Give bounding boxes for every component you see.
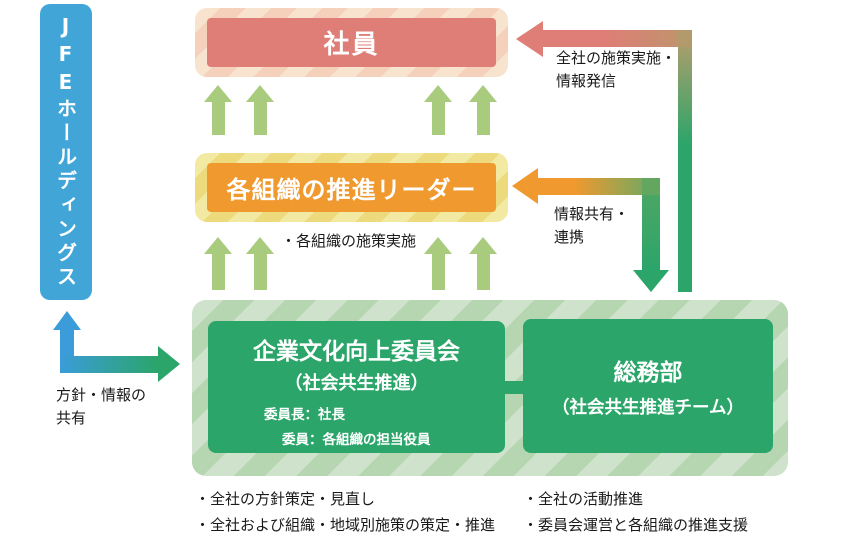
arrow-a-vertical-bar	[678, 47, 692, 292]
arrow-down-green-icon	[633, 270, 669, 292]
arrow-up-icon	[424, 85, 452, 135]
general-affairs-box: 総務部 （社会共生推進チーム）	[523, 319, 773, 453]
arrow-up-icon	[469, 237, 497, 290]
arrow-left-red-icon	[516, 21, 543, 57]
footnote-committee: ・全社の方針策定・見直し ・全社および組織・地域別施策の策定・推進	[195, 490, 496, 534]
leaders-box: 各組織の推進リーダー	[207, 163, 496, 212]
general-affairs-title: 総務部	[613, 360, 683, 386]
footnote-general-affairs: ・全社の活動推進 ・委員会運営と各組織の推進支援	[523, 490, 749, 534]
arrow-c-vertical-bar	[60, 330, 74, 356]
arrow-up-icon	[204, 237, 232, 290]
arrow-up-icon	[469, 85, 497, 135]
note-policy-sharing: 方針・情報の 共有	[56, 386, 147, 428]
arrow-a-corner	[678, 30, 692, 47]
arrow-b-vertical-bar	[642, 195, 660, 270]
arrow-a-horizontal-bar	[543, 30, 678, 47]
arrow-b-horizontal-bar	[538, 178, 642, 195]
note-to-employees: 全社の施策実施・ 情報発信	[556, 49, 677, 91]
jfe-holdings-bar: JFEホールディングス	[40, 4, 92, 300]
arrow-left-orange-icon	[512, 168, 538, 204]
note-leaders-action: ・各組織の施策実施	[281, 232, 417, 250]
note-info-sharing: 情報共有・ 連携	[554, 205, 630, 247]
committee-ga-connector	[504, 381, 524, 394]
committee-title: 企業文化向上委員会	[253, 339, 460, 365]
arrow-c-horizontal-bar	[60, 356, 158, 373]
committee-members: 委員：各組織の担当役員	[282, 432, 431, 448]
committee-box: 企業文化向上委員会 （社会共生推進） 委員長：社長 委員：各組織の担当役員	[208, 321, 505, 453]
employees-label: 社員	[323, 30, 380, 60]
employees-box-outer: 社員	[195, 8, 508, 77]
arrow-up-blue-icon	[53, 311, 81, 330]
arrow-up-icon	[246, 85, 274, 135]
committee-chair: 委員長：社長	[264, 407, 345, 423]
arrow-b-corner	[642, 178, 660, 195]
general-affairs-subtitle: （社会共生推進チーム）	[552, 398, 744, 418]
arrow-up-icon	[204, 85, 232, 135]
arrow-right-green-icon	[158, 346, 180, 382]
arrow-up-icon	[246, 237, 274, 290]
leaders-label: 各組織の推進リーダー	[226, 176, 477, 204]
arrow-up-icon	[424, 237, 452, 290]
committee-subtitle: （社会共生推進）	[284, 373, 429, 394]
employees-box: 社員	[207, 18, 496, 67]
jfe-holdings-label: JFEホールディングス	[53, 14, 78, 290]
leaders-box-outer: 各組織の推進リーダー	[195, 153, 508, 222]
